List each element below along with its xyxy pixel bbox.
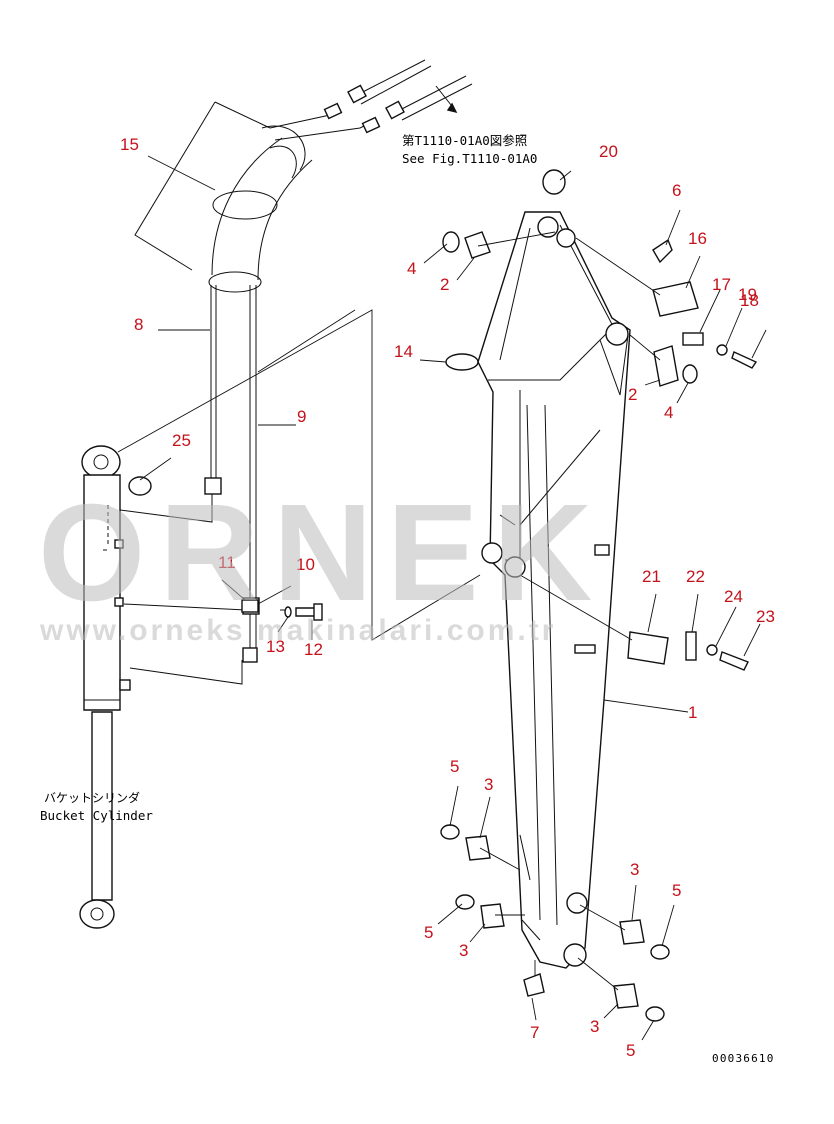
shim-20: [542, 169, 566, 195]
bucket-cylinder: [79, 445, 247, 929]
callout-5c: 5: [672, 881, 681, 900]
callout-2a: 2: [440, 275, 449, 294]
supply-hoses: [347, 59, 473, 121]
pin-16: [652, 281, 699, 317]
plate-17: [682, 332, 704, 346]
callout-5b: 5: [424, 923, 433, 942]
callout-11: 11: [218, 553, 236, 572]
seal-4a: [442, 231, 460, 253]
bushing-2b: [653, 345, 679, 387]
callout-14: 14: [394, 342, 413, 361]
pin-21: [627, 631, 669, 665]
watermark-url: www.orneks makinalari.com.tr: [39, 614, 556, 647]
callout-6: 6: [672, 181, 681, 200]
callout-13: 13: [266, 637, 285, 656]
reference-note: 第T1110-01A0図参照 See Fig.T1110-01A0: [402, 133, 537, 166]
grease-fitting-7: [523, 973, 545, 997]
watermark-brand: ORNEK: [38, 476, 606, 630]
bolt-23: [719, 651, 749, 671]
callout-5a: 5: [450, 757, 459, 776]
drawing-number: 00036610: [712, 1052, 775, 1065]
seal-4b: [682, 364, 698, 384]
washer-25: [128, 476, 152, 496]
seal-5c: [650, 944, 670, 960]
callout-8: 8: [134, 315, 143, 334]
bushing-3c: [619, 919, 645, 945]
callout-9: 9: [297, 407, 306, 426]
callout-21: 21: [642, 567, 661, 586]
bushing-2a: [464, 231, 491, 259]
callout-4a: 4: [407, 259, 416, 278]
callout-23: 23: [756, 607, 775, 626]
washer-19: [716, 344, 728, 356]
callout-12: 12: [304, 640, 323, 659]
callout-16: 16: [688, 229, 707, 248]
callout-2b: 2: [628, 385, 637, 404]
callout-22: 22: [686, 567, 705, 586]
callouts: 1 2 2 3 3 3 3 4 4 5 5 5 5 6 7 8 9 10 11 …: [120, 135, 775, 1060]
callout-5d: 5: [626, 1041, 635, 1060]
reference-note-jp: 第T1110-01A0図参照: [402, 133, 527, 148]
callout-7: 7: [530, 1023, 539, 1042]
bushing-3b: [480, 903, 505, 929]
watermark: ORNEK www.orneks makinalari.com.tr: [38, 476, 606, 647]
callout-3d: 3: [590, 1017, 599, 1036]
shim-14: [445, 353, 479, 371]
seal-5d: [645, 1006, 665, 1022]
cylinder-label-en: Bucket Cylinder: [40, 808, 153, 823]
callout-1: 1: [688, 703, 697, 722]
callout-15: 15: [120, 135, 139, 154]
callout-3b: 3: [459, 941, 468, 960]
callout-10: 10: [296, 555, 315, 574]
callout-24: 24: [724, 587, 743, 606]
callout-3c: 3: [630, 860, 639, 879]
leader-lines: [139, 155, 767, 1041]
arm-body: [477, 211, 631, 969]
callout-3a: 3: [484, 775, 493, 794]
callout-18: 18: [740, 291, 759, 310]
plate-22: [685, 631, 697, 661]
callout-20: 20: [599, 142, 618, 161]
seal-5a: [440, 824, 460, 840]
callout-4b: 4: [664, 403, 673, 422]
cylinder-label-jp: バケットシリンダ: [44, 790, 140, 805]
cylinder-label: バケットシリンダ Bucket Cylinder: [40, 790, 153, 823]
bushing-3a: [465, 835, 491, 861]
reference-note-en: See Fig.T1110-01A0: [402, 151, 537, 166]
assembly-lines: [117, 309, 481, 641]
grease-fitting-6: [652, 238, 673, 264]
callout-25: 25: [172, 431, 191, 450]
callout-19: 19: [738, 285, 757, 304]
callout-17: 17: [712, 275, 731, 294]
washer-24: [706, 644, 718, 656]
bolt-18: [731, 351, 758, 369]
hose-clamp: [241, 599, 323, 621]
bushing-3d: [613, 983, 639, 1009]
